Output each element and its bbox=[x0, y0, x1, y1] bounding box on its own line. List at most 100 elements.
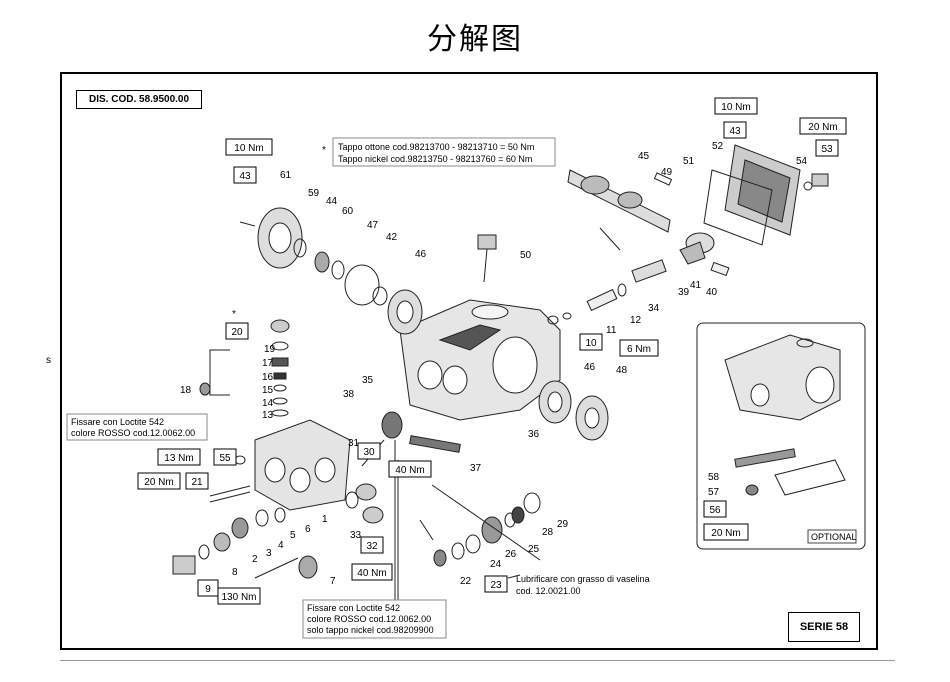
part-number-26: 26 bbox=[505, 549, 517, 560]
con-rod-41 bbox=[679, 232, 715, 265]
part-number-50: 50 bbox=[520, 250, 532, 261]
loctite-note-bottom-line2: colore ROSSO cod.12.0062.00 bbox=[307, 614, 431, 624]
part-number-51: 51 bbox=[683, 156, 695, 167]
code-box-23: 23 bbox=[490, 580, 502, 591]
code-box-43b: 43 bbox=[729, 126, 741, 137]
part-number-36: 36 bbox=[528, 429, 540, 440]
part-number-11: 11 bbox=[606, 325, 617, 336]
part-number-19: 19 bbox=[264, 344, 276, 355]
part-number-52: 52 bbox=[712, 141, 724, 152]
part-number-17: 17 bbox=[262, 358, 274, 369]
part-number-24: 24 bbox=[490, 559, 502, 570]
torque-box-56: 20 Nm bbox=[711, 528, 740, 539]
bottom-rule bbox=[60, 660, 895, 661]
part-number-29: 29 bbox=[557, 519, 569, 530]
code-box-21: 21 bbox=[191, 477, 203, 488]
part-number-6: 6 bbox=[305, 524, 311, 535]
code-box-20: 20 bbox=[231, 327, 243, 338]
code-box-55: 55 bbox=[219, 453, 231, 464]
series-label: SERIE 58 bbox=[788, 612, 860, 642]
part-number-35: 35 bbox=[362, 375, 374, 386]
part-number-54: 54 bbox=[796, 156, 808, 167]
part-number-28: 28 bbox=[542, 527, 554, 538]
star-marker: * bbox=[322, 145, 326, 156]
part-number-41: 41 bbox=[690, 280, 702, 291]
flange-61 bbox=[257, 207, 303, 269]
part-number-7: 7 bbox=[330, 576, 336, 587]
part-number-4: 4 bbox=[278, 540, 284, 551]
torque-box-10: 6 Nm bbox=[627, 344, 651, 355]
part-number-45: 45 bbox=[638, 151, 650, 162]
torque-box-32: 40 Nm bbox=[357, 568, 386, 579]
bearing-46-right bbox=[538, 380, 572, 424]
part-number-60: 60 bbox=[342, 206, 354, 217]
part-number-49: 49 bbox=[661, 167, 673, 178]
part-number-18: 18 bbox=[180, 385, 192, 396]
tappo-note-line1: Tappo ottone cod.98213700 - 98213710 = 5… bbox=[338, 142, 534, 152]
part-number-37: 37 bbox=[470, 463, 482, 474]
page-title: 分解图 bbox=[427, 22, 523, 57]
code-box-30: 30 bbox=[363, 447, 375, 458]
bearing-46-top bbox=[387, 289, 423, 335]
part-number-2: 2 bbox=[252, 554, 258, 565]
loctite-note-bottom-line1: Fissare con Loctite 542 bbox=[307, 603, 400, 613]
part-number-31: 31 bbox=[348, 438, 360, 449]
tappo-note-line2: Tappo nickel cod.98213750 - 98213760 = 6… bbox=[338, 154, 532, 164]
part-number-59: 59 bbox=[308, 188, 320, 199]
loctite-note-top-line2: colore ROSSO cod.12.0062.00 bbox=[71, 428, 195, 438]
code-box-53: 53 bbox=[821, 144, 833, 155]
bearing-48 bbox=[575, 395, 609, 441]
valve-stack bbox=[270, 319, 290, 417]
part-number-34: 34 bbox=[648, 303, 660, 314]
rear-cover-52 bbox=[703, 144, 801, 246]
part-number-22: 22 bbox=[460, 576, 472, 587]
part-number-8: 8 bbox=[232, 567, 238, 578]
plug-54 bbox=[803, 173, 829, 191]
part-number-12: 12 bbox=[630, 315, 642, 326]
seal-kit bbox=[433, 492, 541, 567]
side-mark: s bbox=[46, 355, 51, 366]
code-box-9: 9 bbox=[205, 584, 211, 595]
part-number-40: 40 bbox=[706, 287, 718, 298]
part-number-58: 58 bbox=[708, 472, 720, 483]
part-number-38: 38 bbox=[343, 389, 355, 400]
loctite-note-bottom-line3: solo tappo nickel cod.98209900 bbox=[307, 625, 434, 635]
part-number-13: 13 bbox=[262, 410, 274, 421]
grease-note-line1: Lubrificare con grasso di vaselina bbox=[516, 574, 650, 584]
pump-casing bbox=[399, 299, 561, 421]
part-number-1: 1 bbox=[322, 514, 328, 525]
part-number-48: 48 bbox=[616, 365, 628, 376]
crankshaft-45 bbox=[567, 169, 671, 233]
part-number-47: 47 bbox=[367, 220, 379, 231]
code-box-32: 32 bbox=[366, 541, 378, 552]
part-number-25: 25 bbox=[528, 544, 540, 555]
part-number-46: 46 bbox=[415, 249, 427, 260]
code-box-43a: 43 bbox=[239, 171, 251, 182]
optional-label: OPTIONAL bbox=[811, 532, 857, 542]
plug-9 bbox=[172, 555, 196, 575]
part-number-46: 46 bbox=[584, 362, 596, 373]
part-number-14: 14 bbox=[262, 398, 274, 409]
torque-box-53: 20 Nm bbox=[808, 122, 837, 133]
part-number-42: 42 bbox=[386, 232, 398, 243]
drawing-frame: DIS. COD. 58.9500.00 SERIE 58 bbox=[60, 72, 878, 650]
code-box-56: 56 bbox=[709, 505, 721, 516]
drawing-code: DIS. COD. 58.9500.00 bbox=[76, 90, 203, 109]
pump-head bbox=[254, 419, 351, 511]
part-number-61: 61 bbox=[280, 170, 292, 181]
star-marker: * bbox=[232, 309, 236, 320]
torque-box-30: 40 Nm bbox=[395, 465, 424, 476]
part-number-57: 57 bbox=[708, 487, 720, 498]
torque-box-55: 13 Nm bbox=[164, 453, 193, 464]
torque-box-21: 20 Nm bbox=[144, 477, 173, 488]
part-number-39: 39 bbox=[678, 287, 690, 298]
part-number-3: 3 bbox=[266, 548, 272, 559]
code-box-10: 10 bbox=[585, 338, 597, 349]
torque-box-top: 10 Nm bbox=[721, 102, 750, 113]
torque-box-9: 130 Nm bbox=[221, 592, 256, 603]
part-number-5: 5 bbox=[290, 530, 296, 541]
part-number-44: 44 bbox=[326, 196, 338, 207]
part-number-16: 16 bbox=[262, 372, 274, 383]
